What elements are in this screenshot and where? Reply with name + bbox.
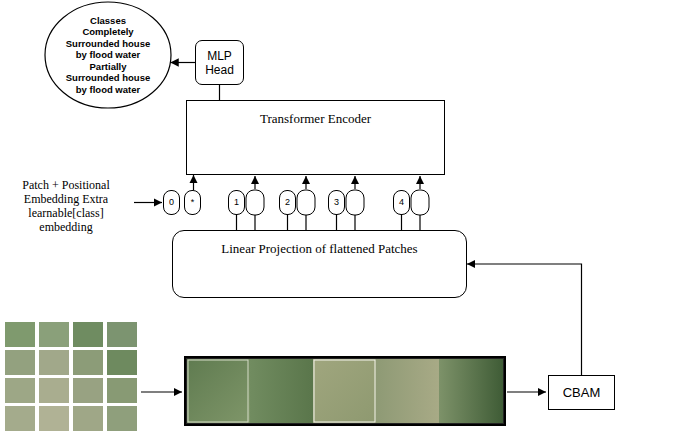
node-text: 4 (399, 197, 404, 208)
image-patch (73, 406, 103, 431)
connector-arrow (401, 215, 402, 230)
node-text: CBAM (563, 385, 601, 401)
image-patch-outline (188, 360, 248, 422)
position-pill: 1 (228, 190, 245, 215)
image-patch (39, 406, 69, 431)
text-group: 3 (334, 197, 339, 208)
image-patch (107, 322, 137, 347)
text-group: MLP Head (198, 49, 241, 77)
node-text: Transformer Encoder (260, 111, 371, 127)
connector-arrow (336, 215, 337, 230)
node-text: Partially Surrounded house by flood wate… (62, 61, 154, 96)
class-token-pill: * (184, 190, 201, 215)
image-patch (107, 350, 137, 375)
image-patch (313, 359, 376, 423)
strip-frame (185, 357, 505, 425)
node-text: 0 (169, 197, 174, 208)
patch-sequence-strip (185, 357, 505, 425)
mlp-head-box: MLP Head (195, 40, 244, 85)
wire (254, 215, 255, 230)
image-patch (5, 322, 35, 347)
text-group: 0 (169, 197, 174, 208)
flow-arrow (254, 176, 255, 189)
image-patch (5, 406, 35, 431)
class-output-oval: ClassesCompletely Surrounded house by fl… (44, 1, 172, 109)
connector-arrow (467, 264, 582, 375)
image-patch (107, 378, 137, 403)
position-pill: 3 (328, 190, 345, 215)
image-patch (439, 359, 503, 423)
transformer-encoder-box: Transformer Encoder (186, 100, 445, 175)
flow-arrow (305, 176, 306, 189)
linear-projection-box: Linear Projection of flattened Patches (172, 230, 467, 298)
wire (305, 215, 306, 230)
node-text: Completely Surrounded house by flood wat… (62, 26, 154, 61)
image-patch (187, 359, 250, 423)
image-patch (39, 322, 69, 347)
image-patch (107, 406, 137, 431)
node-text: * (191, 197, 195, 208)
connector-arrow (193, 175, 194, 190)
position-pill: 4 (393, 190, 410, 215)
connector-arrow (170, 62, 195, 63)
text-group: CBAM (563, 385, 601, 401)
flow-arrow (354, 176, 355, 189)
node-text: 2 (285, 197, 290, 208)
connector-arrow (219, 85, 220, 100)
node-text: Linear Projection of flattened Patches (221, 241, 417, 257)
leader-arrow (134, 202, 162, 203)
node-text: 1 (234, 197, 239, 208)
text-group: * (191, 197, 195, 208)
text-group: 2 (285, 197, 290, 208)
text-group: Linear Projection of flattened Patches (221, 241, 417, 257)
connector-arrow (287, 215, 288, 230)
image-patch (5, 378, 35, 403)
image-patch-outline (314, 360, 375, 422)
image-patch (5, 350, 35, 375)
image-patch (73, 322, 103, 347)
embedding-pill (346, 190, 364, 215)
flow-arrow (507, 391, 546, 392)
node-text: 3 (334, 197, 339, 208)
cbam-box: CBAM (548, 375, 615, 410)
flow-arrow (419, 176, 420, 189)
node-text: MLP Head (198, 49, 241, 77)
image-patch (250, 359, 313, 423)
image-patch (73, 378, 103, 403)
wire (419, 215, 420, 230)
image-patch (73, 350, 103, 375)
wire (354, 215, 355, 230)
image-patch (39, 378, 69, 403)
image-patch (39, 350, 69, 375)
text-group: ClassesCompletely Surrounded house by fl… (62, 15, 154, 96)
embedding-pill (411, 190, 429, 215)
position-pill: 2 (279, 190, 296, 215)
text-group: Transformer Encoder (260, 111, 371, 127)
node-text: Classes (62, 15, 154, 27)
patch-grid (5, 322, 137, 431)
text-group: 1 (234, 197, 239, 208)
flow-arrow (141, 391, 182, 392)
embedding-pill (297, 190, 315, 215)
text-group: 4 (399, 197, 404, 208)
oval-shape (45, 2, 171, 108)
image-patch (376, 359, 439, 423)
position-pill: 0 (163, 190, 180, 215)
annotation-label: Patch + Positional Embedding Extra learn… (2, 178, 130, 234)
embedding-pill (246, 190, 264, 215)
connector-arrow (236, 215, 237, 230)
patch-embedding-pills (246, 176, 429, 230)
